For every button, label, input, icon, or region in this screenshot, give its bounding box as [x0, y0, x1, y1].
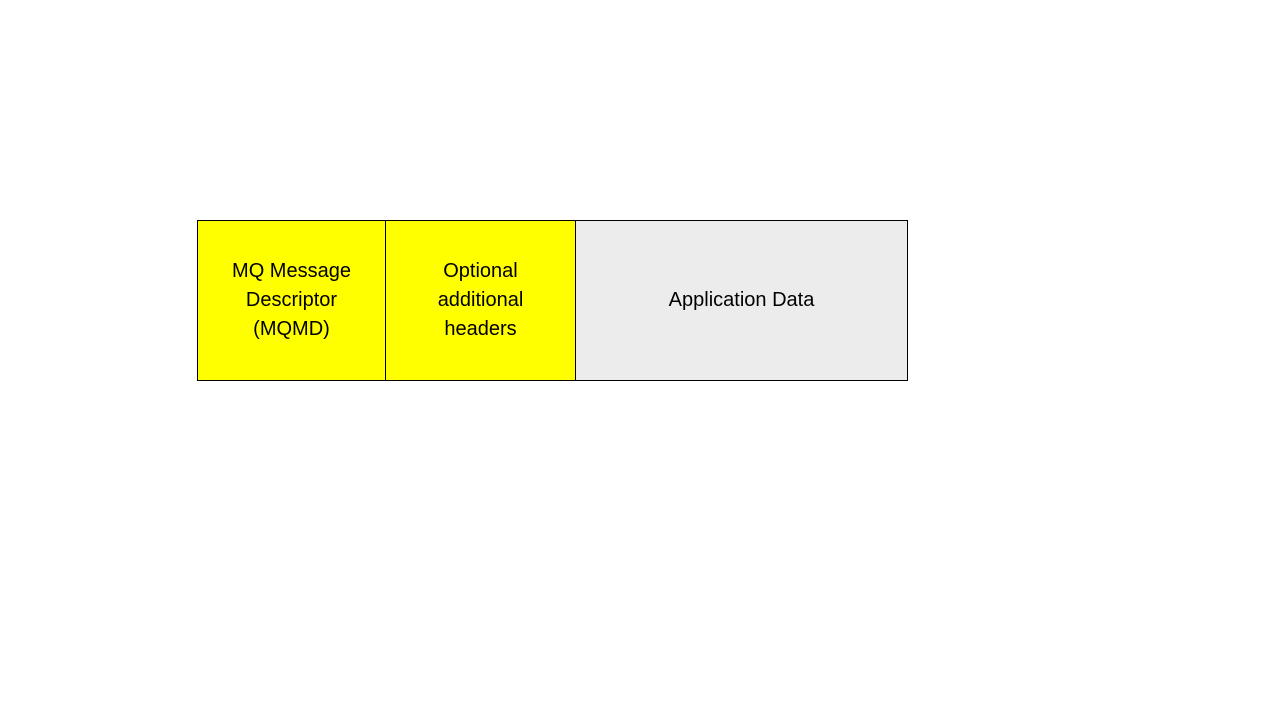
optional-headers-box: Optional additional headers [386, 221, 576, 380]
mqmd-box: MQ Message Descriptor (MQMD) [198, 221, 386, 380]
mq-message-structure-diagram: MQ Message Descriptor (MQMD) Optional ad… [197, 220, 908, 381]
application-data-label: Application Data [668, 289, 815, 311]
mqmd-label: MQ Message Descriptor (MQMD) [232, 260, 351, 340]
application-data-box: Application Data [576, 221, 907, 380]
optional-headers-label: Optional additional headers [437, 260, 524, 340]
